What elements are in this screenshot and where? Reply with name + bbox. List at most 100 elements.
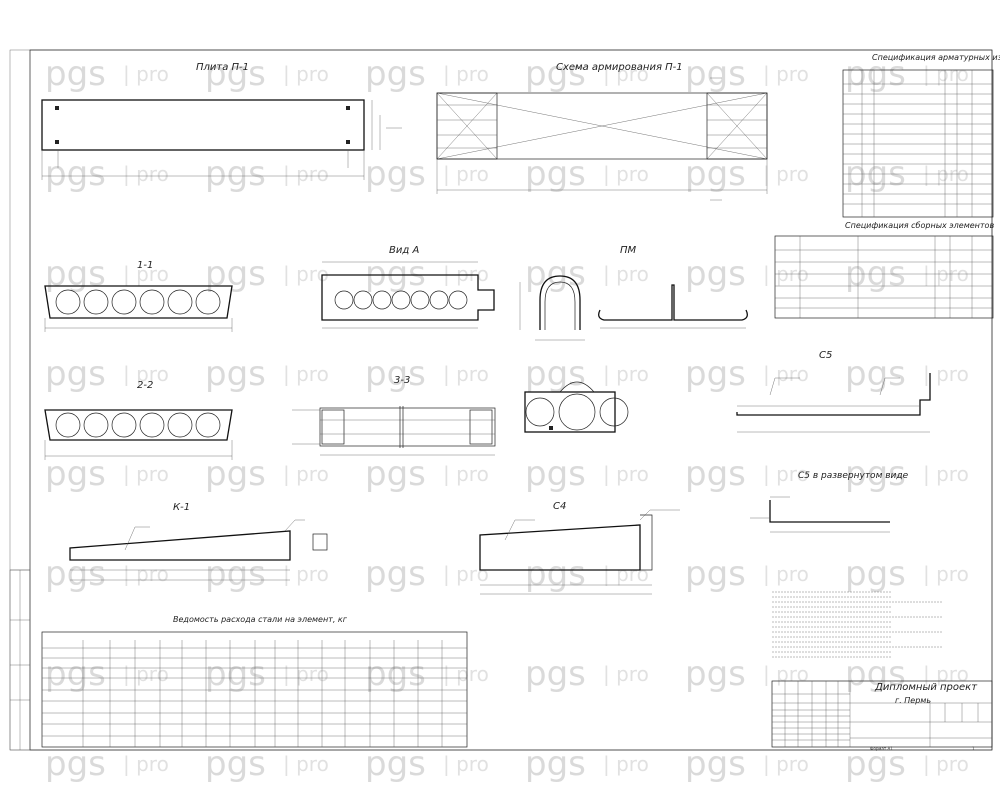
sec22-title: 2-2 <box>137 380 153 391</box>
watermark-text: | pro <box>603 562 649 586</box>
watermark-text: pgs <box>205 554 266 594</box>
plan-view <box>41 99 402 180</box>
watermark-text: | pro <box>763 162 809 186</box>
watermark-text: pgs <box>685 654 746 694</box>
watermark-layer: pgs | pro pgs | pro pgs | pro pgs | pro pgs | pro… <box>45 54 969 784</box>
watermark-text: | pro <box>123 62 169 86</box>
spec2-title: Спецификация сборных элементов <box>845 221 994 230</box>
project-title: Дипломный проект <box>874 682 978 693</box>
watermark-text: | pro <box>283 562 329 586</box>
watermark-text: | pro <box>443 752 489 776</box>
watermark-text: pgs <box>525 354 586 394</box>
watermark-text: | pro <box>923 62 969 86</box>
watermark-text: pgs <box>845 744 906 784</box>
pm-title: ПМ <box>620 245 637 256</box>
watermark-text: | pro <box>763 752 809 776</box>
watermark-text: pgs <box>685 154 746 194</box>
void-circle <box>167 289 193 315</box>
sec33-title: 3-3 <box>394 375 410 386</box>
vidA-title: Вид А <box>389 245 419 256</box>
watermark-text: | pro <box>763 662 809 686</box>
spec1-table <box>842 69 994 218</box>
watermark-text: | pro <box>763 62 809 86</box>
view-a <box>321 261 495 329</box>
watermark-text: pgs <box>845 554 906 594</box>
c5unf-title: С5 в развернутом виде <box>798 471 909 481</box>
watermark-text: | pro <box>283 62 329 86</box>
watermark-text: | pro <box>283 262 329 286</box>
watermark-text: pgs <box>205 744 266 784</box>
watermark-text: pgs <box>45 154 106 194</box>
watermark-text: pgs <box>205 454 266 494</box>
spec1-title: Спецификация арматурных изделий <box>872 53 1000 62</box>
watermark-text: pgs <box>525 744 586 784</box>
section-1-1 <box>44 285 233 332</box>
c4-title: С4 <box>553 501 566 512</box>
watermark-text: pgs <box>365 254 426 294</box>
watermark-text: pgs <box>45 254 106 294</box>
watermark-text: pgs <box>365 744 426 784</box>
void-circle <box>167 412 193 438</box>
watermark-text: pgs <box>365 654 426 694</box>
watermark-text: pgs <box>525 154 586 194</box>
watermark-text: | pro <box>443 462 489 486</box>
reinf-title: Схема армирования П-1 <box>556 62 683 73</box>
watermark-text: pgs <box>525 554 586 594</box>
watermark-text: | pro <box>443 62 489 86</box>
notes-block <box>772 591 942 658</box>
watermark-text: | pro <box>283 362 329 386</box>
void-circle <box>139 289 165 315</box>
watermark-text: pgs <box>205 154 266 194</box>
watermark-text: pgs <box>45 354 106 394</box>
watermark-text: pgs <box>365 554 426 594</box>
watermark-text: | pro <box>123 362 169 386</box>
watermark-text: | pro <box>603 262 649 286</box>
watermark-text: | pro <box>283 462 329 486</box>
city-label: г. Пермь <box>895 696 931 705</box>
watermark-text: | pro <box>923 662 969 686</box>
sec11-title: 1-1 <box>137 260 153 271</box>
spec2-table <box>774 235 994 319</box>
void-circle <box>111 289 137 315</box>
watermark-text: | pro <box>123 162 169 186</box>
watermark-text: pgs <box>365 354 426 394</box>
watermark-text: | pro <box>283 662 329 686</box>
watermark-text: pgs <box>205 354 266 394</box>
watermark-text: pgs <box>365 54 426 94</box>
watermark-text: | pro <box>123 562 169 586</box>
watermark-text: | pro <box>443 662 489 686</box>
watermark-text: | pro <box>123 462 169 486</box>
watermark-text: pgs <box>685 554 746 594</box>
void-circle <box>195 289 221 315</box>
watermark-text: pgs <box>685 354 746 394</box>
watermark-text: | pro <box>283 752 329 776</box>
watermark-text: | pro <box>443 562 489 586</box>
watermark-text: | pro <box>923 562 969 586</box>
watermark-text: | pro <box>763 562 809 586</box>
watermark-text: | pro <box>603 162 649 186</box>
format-label: Формат А1 <box>870 746 893 751</box>
watermark-text: pgs <box>685 254 746 294</box>
sheet-number: 1 <box>972 746 975 751</box>
watermark-text: | pro <box>763 462 809 486</box>
void-circle <box>372 290 392 310</box>
watermark-text: pgs <box>845 454 906 494</box>
steel-table <box>41 631 468 748</box>
watermark-text: | pro <box>443 362 489 386</box>
watermark-text: pgs <box>365 454 426 494</box>
void-circle <box>139 412 165 438</box>
watermark-text: | pro <box>443 262 489 286</box>
node-detail <box>524 381 629 433</box>
void-circle <box>429 290 449 310</box>
k1-frame <box>69 519 328 581</box>
watermark-text: pgs <box>525 654 586 694</box>
watermark-text: pgs <box>45 744 106 784</box>
watermark-text: pgs <box>45 54 106 94</box>
c5-unfolded <box>750 496 890 533</box>
watermark-text: pgs <box>365 154 426 194</box>
watermark-text: | pro <box>763 362 809 386</box>
void-circle <box>83 412 109 438</box>
watermark-text: | pro <box>923 462 969 486</box>
watermark-text: | pro <box>603 662 649 686</box>
